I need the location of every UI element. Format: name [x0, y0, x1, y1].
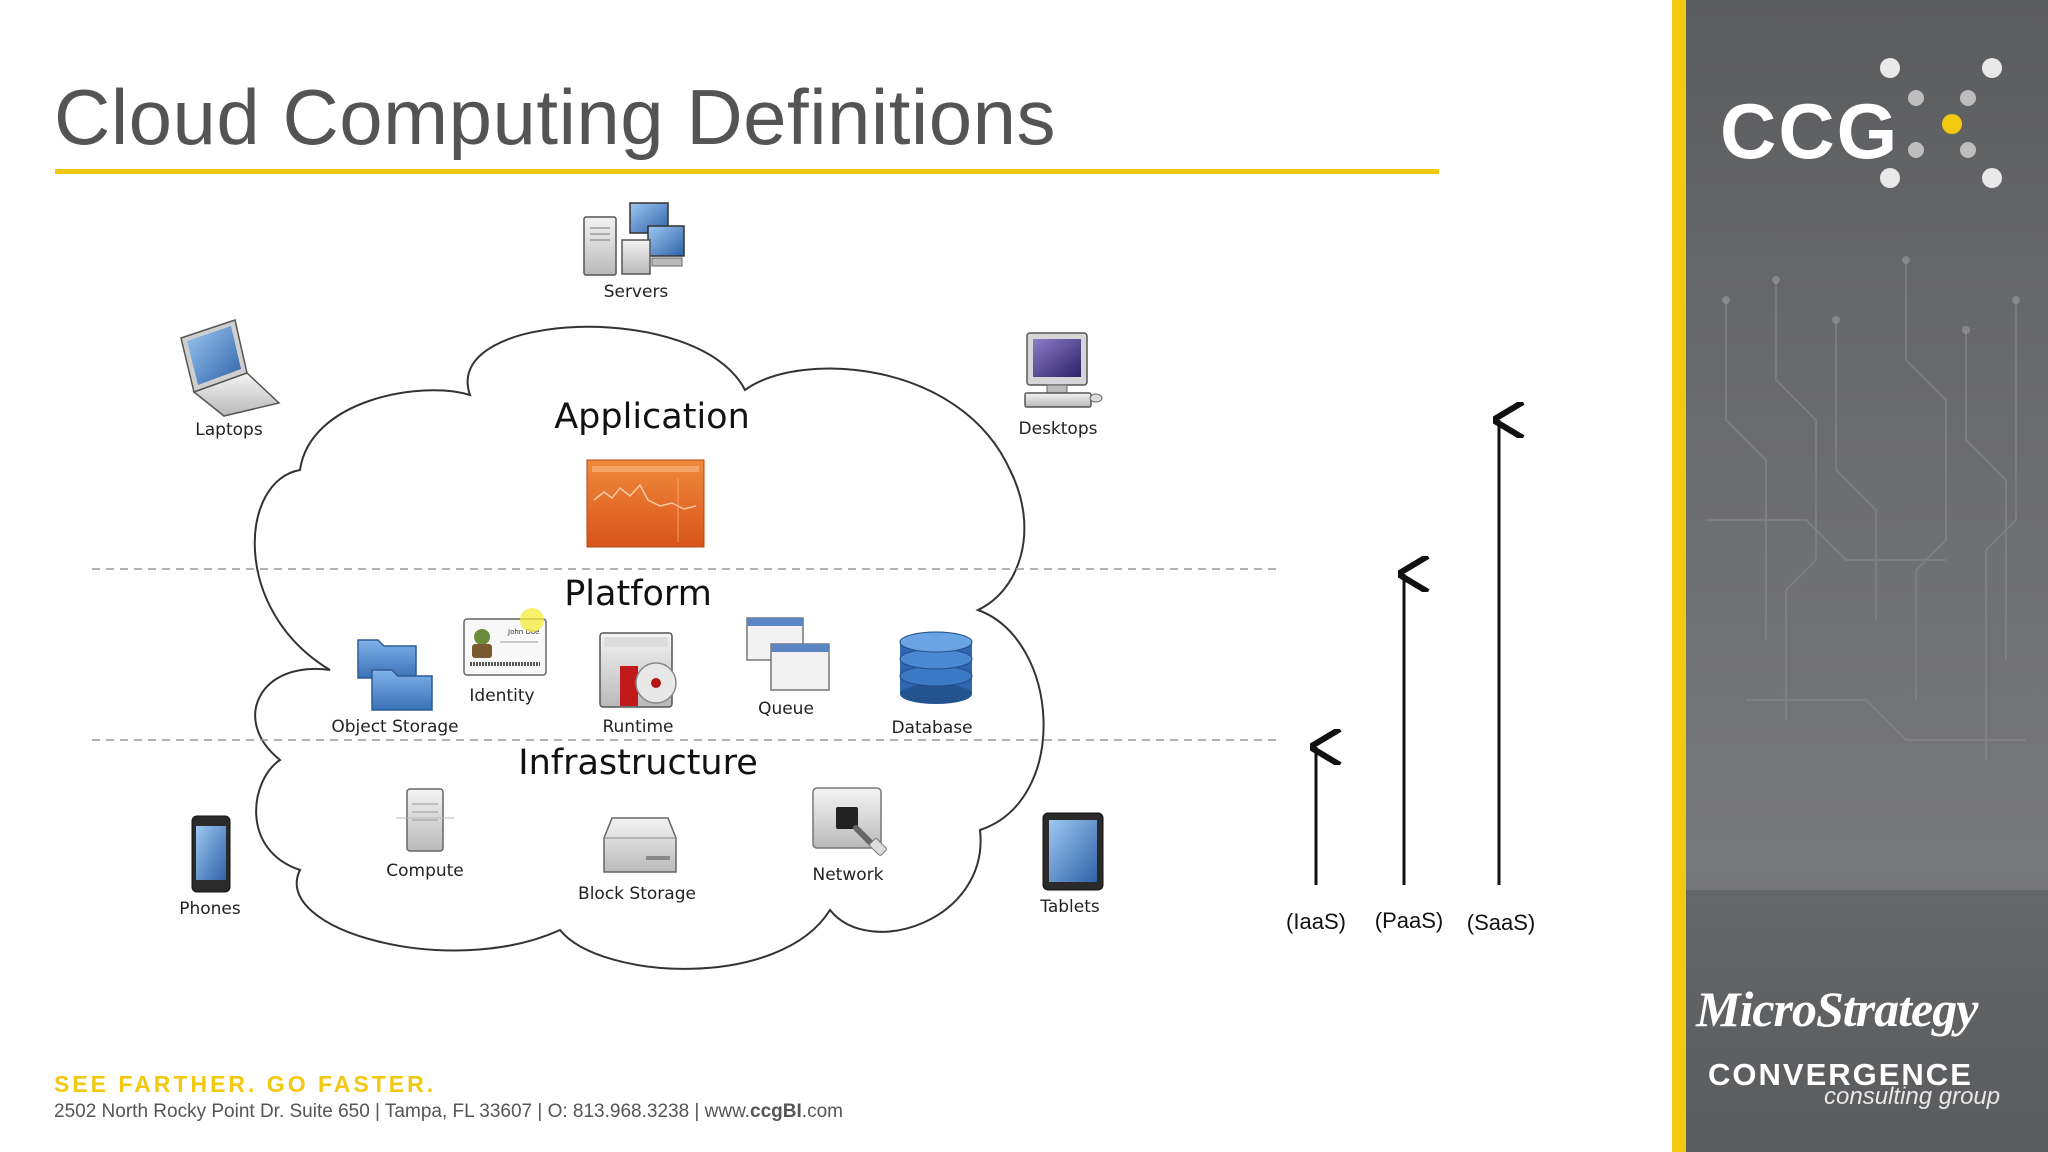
- laptops-label: Laptops: [195, 420, 263, 440]
- identity-label: Identity: [469, 686, 534, 706]
- brand-sidebar: CCG MicroStrategy CONVERGENCE consulting…: [1672, 0, 2048, 1152]
- iaas-label: (IaaS): [1286, 909, 1346, 934]
- network-label: Network: [813, 865, 884, 885]
- footer-address: 2502 North Rocky Point Dr. Suite 650 | T…: [54, 1101, 843, 1123]
- servers-icon: [584, 203, 684, 275]
- servers-label: Servers: [604, 282, 669, 302]
- compute-label: Compute: [386, 861, 464, 881]
- slide-content: Cloud Computing Definitions: [0, 0, 1672, 1152]
- desktop-icon: [1025, 333, 1102, 407]
- application-screenshot-icon: [587, 460, 704, 547]
- sidebar-accent-stripe: [1672, 0, 1686, 1152]
- saas-label: (SaaS): [1467, 910, 1535, 935]
- phones-label: Phones: [179, 899, 241, 919]
- queue-label: Queue: [758, 699, 814, 719]
- runtime-icon: [600, 633, 676, 707]
- ccg-logo-dots-icon: [1872, 52, 2032, 192]
- platform-layer-label: Platform: [564, 574, 712, 614]
- object-storage-label: Object Storage: [331, 717, 458, 737]
- address-prefix: 2502 North Rocky Point Dr. Suite 650 | T…: [54, 1101, 750, 1122]
- block-storage-icon: [604, 818, 676, 872]
- cloud-computing-diagram: Application Platform Infrastructure Serv…: [0, 0, 1672, 1152]
- tablet-icon: [1043, 813, 1103, 890]
- runtime-label: Runtime: [602, 717, 673, 737]
- address-suffix: .com: [802, 1101, 843, 1122]
- application-layer-label: Application: [554, 397, 750, 437]
- paas-label: (PaaS): [1375, 908, 1443, 933]
- block-storage-label: Block Storage: [578, 884, 696, 904]
- infrastructure-layer-label: Infrastructure: [518, 743, 758, 783]
- address-domain: ccgBI: [750, 1101, 802, 1122]
- database-label: Database: [891, 718, 972, 738]
- convergence-logo-subtext: consulting group: [1824, 1083, 2000, 1111]
- footer-tagline: SEE FARTHER. GO FASTER.: [54, 1071, 436, 1098]
- microstrategy-logo: MicroStrategy: [1696, 980, 1977, 1038]
- tablets-label: Tablets: [1039, 897, 1100, 917]
- phone-icon: [192, 816, 230, 892]
- desktops-label: Desktops: [1019, 419, 1098, 439]
- network-icon: [813, 788, 887, 856]
- database-icon: [900, 632, 972, 704]
- laptop-icon: [181, 320, 279, 416]
